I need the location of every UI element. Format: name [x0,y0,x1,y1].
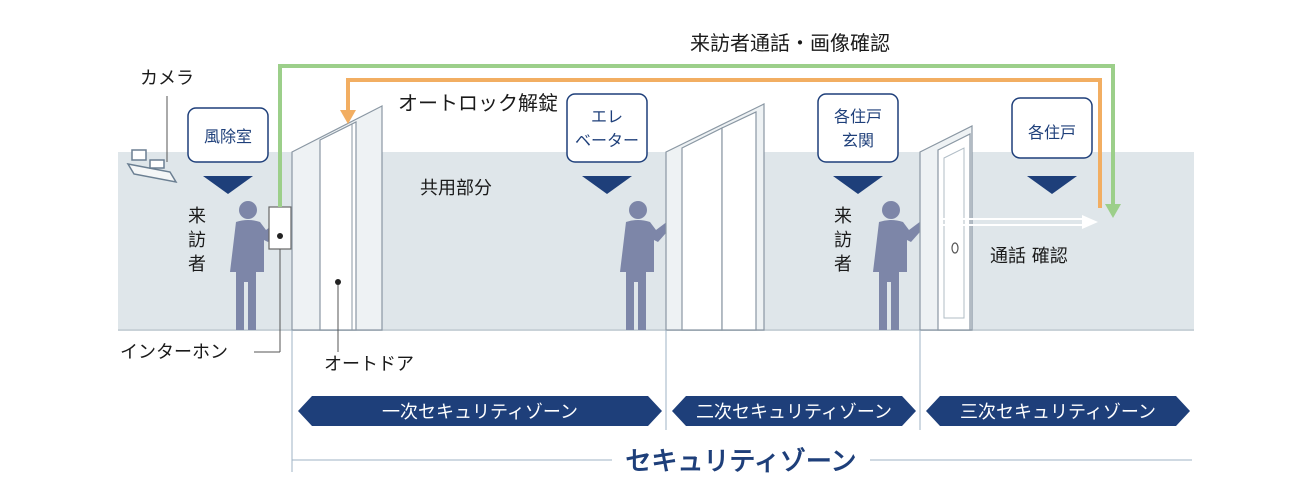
zone-primary: 一次セキュリティゾーン [298,396,662,426]
visitor-call-arrow [278,64,1115,207]
tag-elevator-line2: ベーター [575,131,639,150]
visitor-label-3-text-char: 者 [834,254,852,275]
camera-icon [126,149,178,184]
auto-door [291,105,383,331]
unit-door [919,125,973,331]
zone-tertiary: 三次セキュリティゾーン [926,396,1190,426]
tag-unit-entrance-line1: 各住戸 [834,107,882,126]
intercom-panel-1 [268,206,292,250]
overall-zone-label: セキュリティゾーン [625,446,856,477]
tag-unit-entrance-line2: 玄関 [842,131,874,150]
zone-tertiary-text: 三次セキュリティゾーン [960,402,1156,423]
visitor-label-3-text-char: 訪 [834,230,852,251]
visitor-call-label: 来訪者通話・画像確認 [690,31,890,55]
tag-unit: 各住戸 [1011,97,1093,194]
call-confirm-arrowhead [1082,215,1098,229]
zone-primary-text: 一次セキュリティゾーン [382,402,578,423]
visitor-label-1: 来訪者 [188,206,206,275]
tag-elevator: エレ ベーター [566,93,648,194]
elevator-doors [665,103,765,331]
tag-unit-text: 各住戸 [1028,123,1076,142]
visitor-label-3: 来訪者 [834,206,852,275]
intercom-label: インターホン [120,342,228,363]
visitor-label-1-text-char: 者 [188,254,206,275]
tag-windbreak: 風除室 [187,107,269,194]
auto-door-label: オートドア [324,354,414,375]
visitor-label-1-text-char: 訪 [188,230,206,251]
visitor-label-1-text: 来訪者 [188,206,206,275]
camera-label: カメラ [140,68,194,89]
call-confirm-label: 通話 確認 [990,246,1068,267]
visitor-label-1-text-char: 来 [188,206,206,227]
visitor-call-arrowhead [1105,204,1121,218]
zone-secondary-text: 二次セキュリティゾーン [696,402,892,423]
visitor-label-3-text: 来訪者 [834,206,852,275]
auto-lock-arrow [346,78,1102,208]
visitor-label-3-text-char: 来 [834,206,852,227]
auto-lock-arrowhead [340,110,356,124]
tag-windbreak-text: 風除室 [204,127,252,146]
auto-lock-label: オートロック解錠 [398,91,558,115]
tag-unit-entrance: 各住戸 玄関 [817,93,899,194]
common-area-label: 共用部分 [420,178,492,199]
tag-elevator-line1: エレ [591,107,623,126]
zone-secondary: 二次セキュリティゾーン [672,396,916,426]
